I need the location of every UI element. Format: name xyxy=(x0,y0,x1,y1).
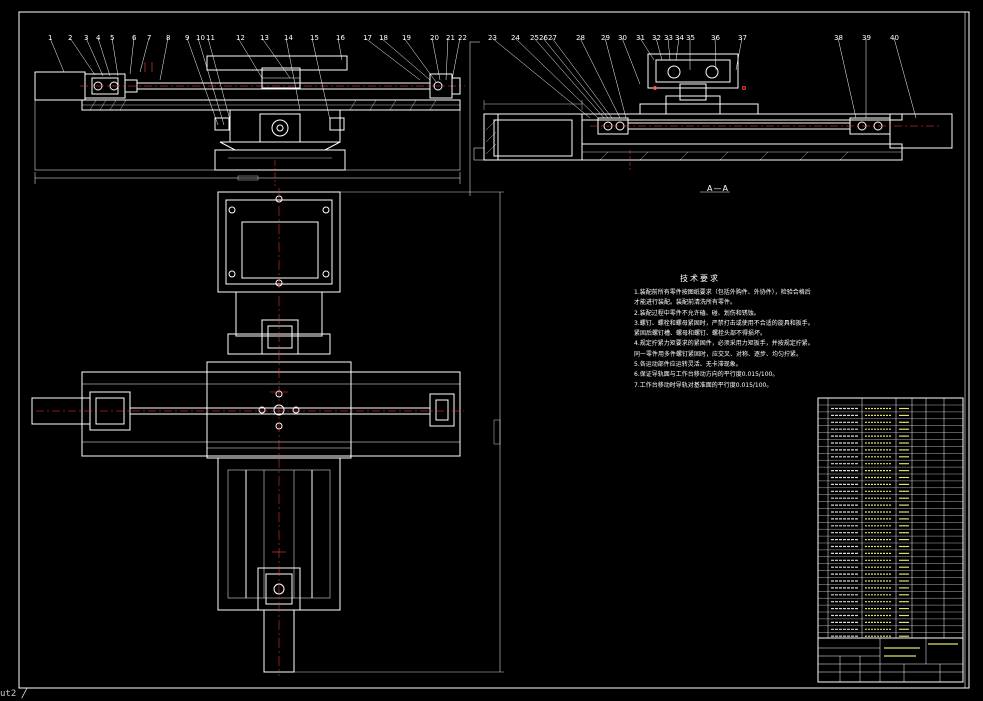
plan-view xyxy=(31,188,504,676)
parts-list-table xyxy=(817,397,964,639)
callout-number: 37 xyxy=(738,34,747,42)
tech-requirement-line: 2.装配过程中零件不允许磕、碰、划伤和锈蚀。 xyxy=(634,309,760,317)
callout-number: 39 xyxy=(862,34,871,42)
tech-requirement-line: 同一零件用多件螺钉紧固时，应交叉、对称、逐步、均匀拧紧。 xyxy=(634,350,803,358)
callout-number: 27 xyxy=(548,34,557,42)
callout-number: 2 xyxy=(68,34,72,42)
callout-number: 5 xyxy=(110,34,114,42)
command-line-status[interactable]: ut2 ╱ xyxy=(0,689,27,699)
cursor-icon: ╱ xyxy=(21,689,28,699)
command-line-text: ut2 xyxy=(0,689,17,699)
callout-number: 32 xyxy=(652,34,661,42)
tech-requirements-title: 技术要求 xyxy=(680,274,720,283)
callout-number: 28 xyxy=(576,34,585,42)
callout-number: 23 xyxy=(488,34,497,42)
tech-requirement-line: 6.保证导轨面与工作台移动方向的平行度0.015/100。 xyxy=(634,371,779,379)
callout-number: 35 xyxy=(686,34,695,42)
callout-number: 24 xyxy=(511,34,520,42)
callout-number: 26 xyxy=(539,34,548,42)
callout-number: 38 xyxy=(834,34,843,42)
tech-requirements-notes: 1.装配前所有零件按图纸要求（包括外购件、外协件），检验合格后 才能进行装配。装… xyxy=(634,288,834,391)
tech-requirement-line: 4.规定拧紧力矩要求的紧固件，必须采用力矩扳手，并按规定拧紧。 xyxy=(634,340,814,348)
callout-number: 9 xyxy=(185,34,189,42)
callout-number: 30 xyxy=(618,34,627,42)
callout-number: 34 xyxy=(675,34,684,42)
callout-number: 18 xyxy=(379,34,388,42)
tech-requirement-line: 才能进行装配。装配前清洗所有零件。 xyxy=(634,299,737,307)
callout-number: 1 xyxy=(48,34,52,42)
callout-number: 15 xyxy=(310,34,319,42)
tech-requirement-line: 5.各运动部件应运转灵活、无卡滞现象。 xyxy=(634,361,742,369)
callout-number: 4 xyxy=(96,34,101,42)
callout-number: 31 xyxy=(636,34,645,42)
callout-number: 13 xyxy=(260,34,269,42)
callout-number: 10 xyxy=(196,34,205,42)
tech-requirement-line: 3.螺钉、螺栓和螺母紧固时，严禁打击或使用不合适的旋具和扳手。 xyxy=(634,319,814,327)
drawing-border xyxy=(18,11,970,689)
callout-number: 25 xyxy=(530,34,539,42)
callout-number: 36 xyxy=(711,34,720,42)
title-block xyxy=(817,637,964,683)
callout-number: 19 xyxy=(402,34,411,42)
callout-number: 14 xyxy=(284,34,293,42)
callout-number: 12 xyxy=(236,34,245,42)
callout-number: 29 xyxy=(601,34,610,42)
tech-requirement-line: 7.工作台移动时导轨对基准面的平行度0.015/100。 xyxy=(634,381,773,389)
callout-number: 3 xyxy=(84,34,88,42)
callout-number: 17 xyxy=(363,34,372,42)
callout-number: 11 xyxy=(206,34,215,42)
callout-number: 40 xyxy=(890,34,899,42)
section-label: A—A xyxy=(707,184,729,193)
section-a-a-view xyxy=(469,37,953,196)
callout-number: 8 xyxy=(166,34,170,42)
callout-number: 21 xyxy=(446,34,455,42)
front-elevation-view xyxy=(34,37,465,186)
tech-requirement-line: 1.装配前所有零件按图纸要求（包括外购件、外协件），检验合格后 xyxy=(634,289,811,296)
callout-number: 33 xyxy=(664,34,673,42)
callout-number: 6 xyxy=(132,34,137,42)
callout-number: 7 xyxy=(147,34,151,42)
callout-number: 16 xyxy=(336,34,345,42)
tech-requirement-line: 紧固后螺钉槽、螺母和螺钉、螺栓头部不得损坏。 xyxy=(634,330,767,338)
callout-number: 20 xyxy=(430,34,439,42)
callout-number: 22 xyxy=(458,34,467,42)
